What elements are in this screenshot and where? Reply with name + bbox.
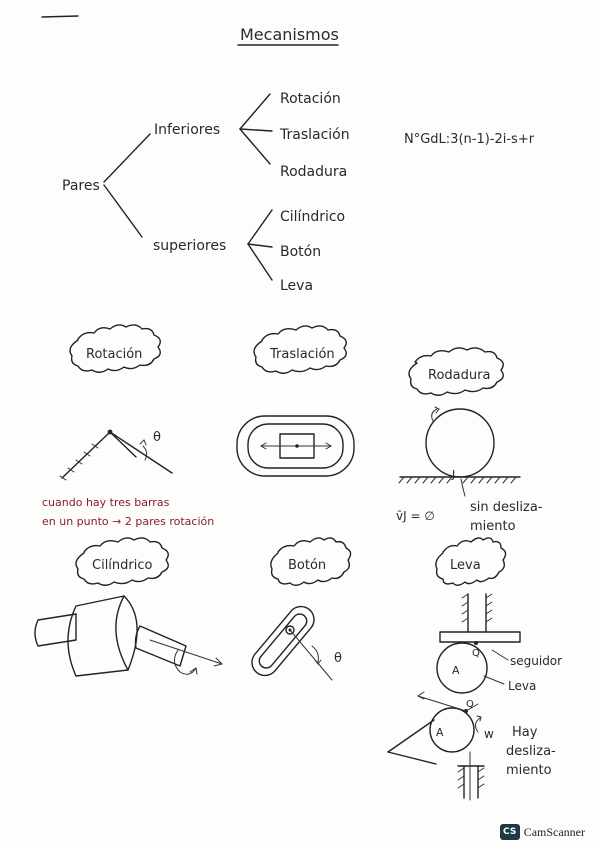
boton-sketch: θ [251, 605, 342, 681]
traslacion-sketch [236, 415, 355, 477]
branch-sup-1 [247, 209, 273, 245]
rodadura-velocity: v̄J = ∅ [396, 509, 435, 523]
leva-q-top: Q [472, 648, 480, 659]
tree-sup-item-1: Cilíndrico [280, 209, 345, 225]
leva-note-2: desliza- [506, 744, 556, 759]
tree-superiores: superiores [153, 238, 226, 254]
leva-sketch-bottom: Q A w [387, 691, 494, 801]
camscanner-text: CamScanner [523, 824, 585, 839]
rodadura-note-2: miento [470, 519, 516, 534]
rotacion-note-2: en un punto → 2 pares rotación [42, 515, 214, 528]
gdl-formula: N°GdL:3(n-1)-2i-s+r [404, 132, 535, 147]
cloud-rotacion [69, 324, 161, 373]
branch-root-superiores [103, 184, 143, 238]
cilindrico-sketch [34, 595, 223, 677]
branch-inf-1 [239, 93, 271, 130]
leva-label-seguidor: seguidor [510, 654, 562, 668]
branch-inf-2 [239, 128, 273, 132]
label-rodadura: Rodadura [428, 368, 490, 383]
tree-sup-item-3: Leva [280, 278, 313, 294]
tree-inf-item-3: Rodadura [280, 164, 347, 180]
leva-omega: w [484, 727, 494, 741]
tree-inferiores: Inferiores [154, 122, 220, 138]
rodadura-sketch: J [398, 406, 521, 497]
branch-root-inferiores [103, 133, 151, 183]
rotacion-sketch: θ [59, 429, 173, 481]
camscanner-logo-icon: CS [499, 824, 520, 840]
leva-a-top: A [452, 664, 460, 677]
page-title: Mecanismos [240, 25, 339, 44]
stray-mark [41, 15, 79, 18]
tree-sup-item-2: Botón [280, 244, 321, 260]
leva-note-1: Hay [512, 725, 538, 740]
branch-inf-3 [239, 128, 271, 165]
label-rotacion: Rotación [86, 347, 142, 362]
leva-a-bottom: A [436, 726, 444, 739]
leva-note-3: miento [506, 763, 552, 778]
tree-inf-item-1: Rotación [280, 91, 341, 107]
boton-theta: θ [334, 651, 342, 666]
cloud-traslacion [253, 325, 347, 374]
tree-inf-item-2: Traslación [279, 127, 350, 143]
cloud-rodadura [408, 347, 504, 396]
cloud-cilindrico [75, 537, 169, 586]
tree-root: Pares [62, 178, 100, 194]
rotacion-note-1: cuando hay tres barras [42, 496, 170, 509]
camscanner-watermark: CS CamScanner [499, 824, 585, 840]
label-traslacion: Traslación [269, 347, 335, 362]
label-cilindrico: Cilíndrico [92, 558, 153, 573]
label-boton: Botón [288, 558, 326, 573]
cloud-boton [270, 537, 352, 586]
leva-q-bottom: Q [466, 699, 474, 710]
label-leva: Leva [450, 558, 481, 573]
rodadura-point-j: J [451, 468, 455, 481]
rodadura-note-1: sin desliza- [470, 500, 543, 515]
branch-sup-3 [247, 243, 273, 281]
leva-label-leva: Leva [508, 679, 536, 693]
cloud-leva [435, 537, 507, 586]
branch-sup-2 [247, 243, 273, 248]
leva-sketch-top: Q A [436, 593, 521, 694]
rotacion-theta: θ [153, 430, 161, 445]
